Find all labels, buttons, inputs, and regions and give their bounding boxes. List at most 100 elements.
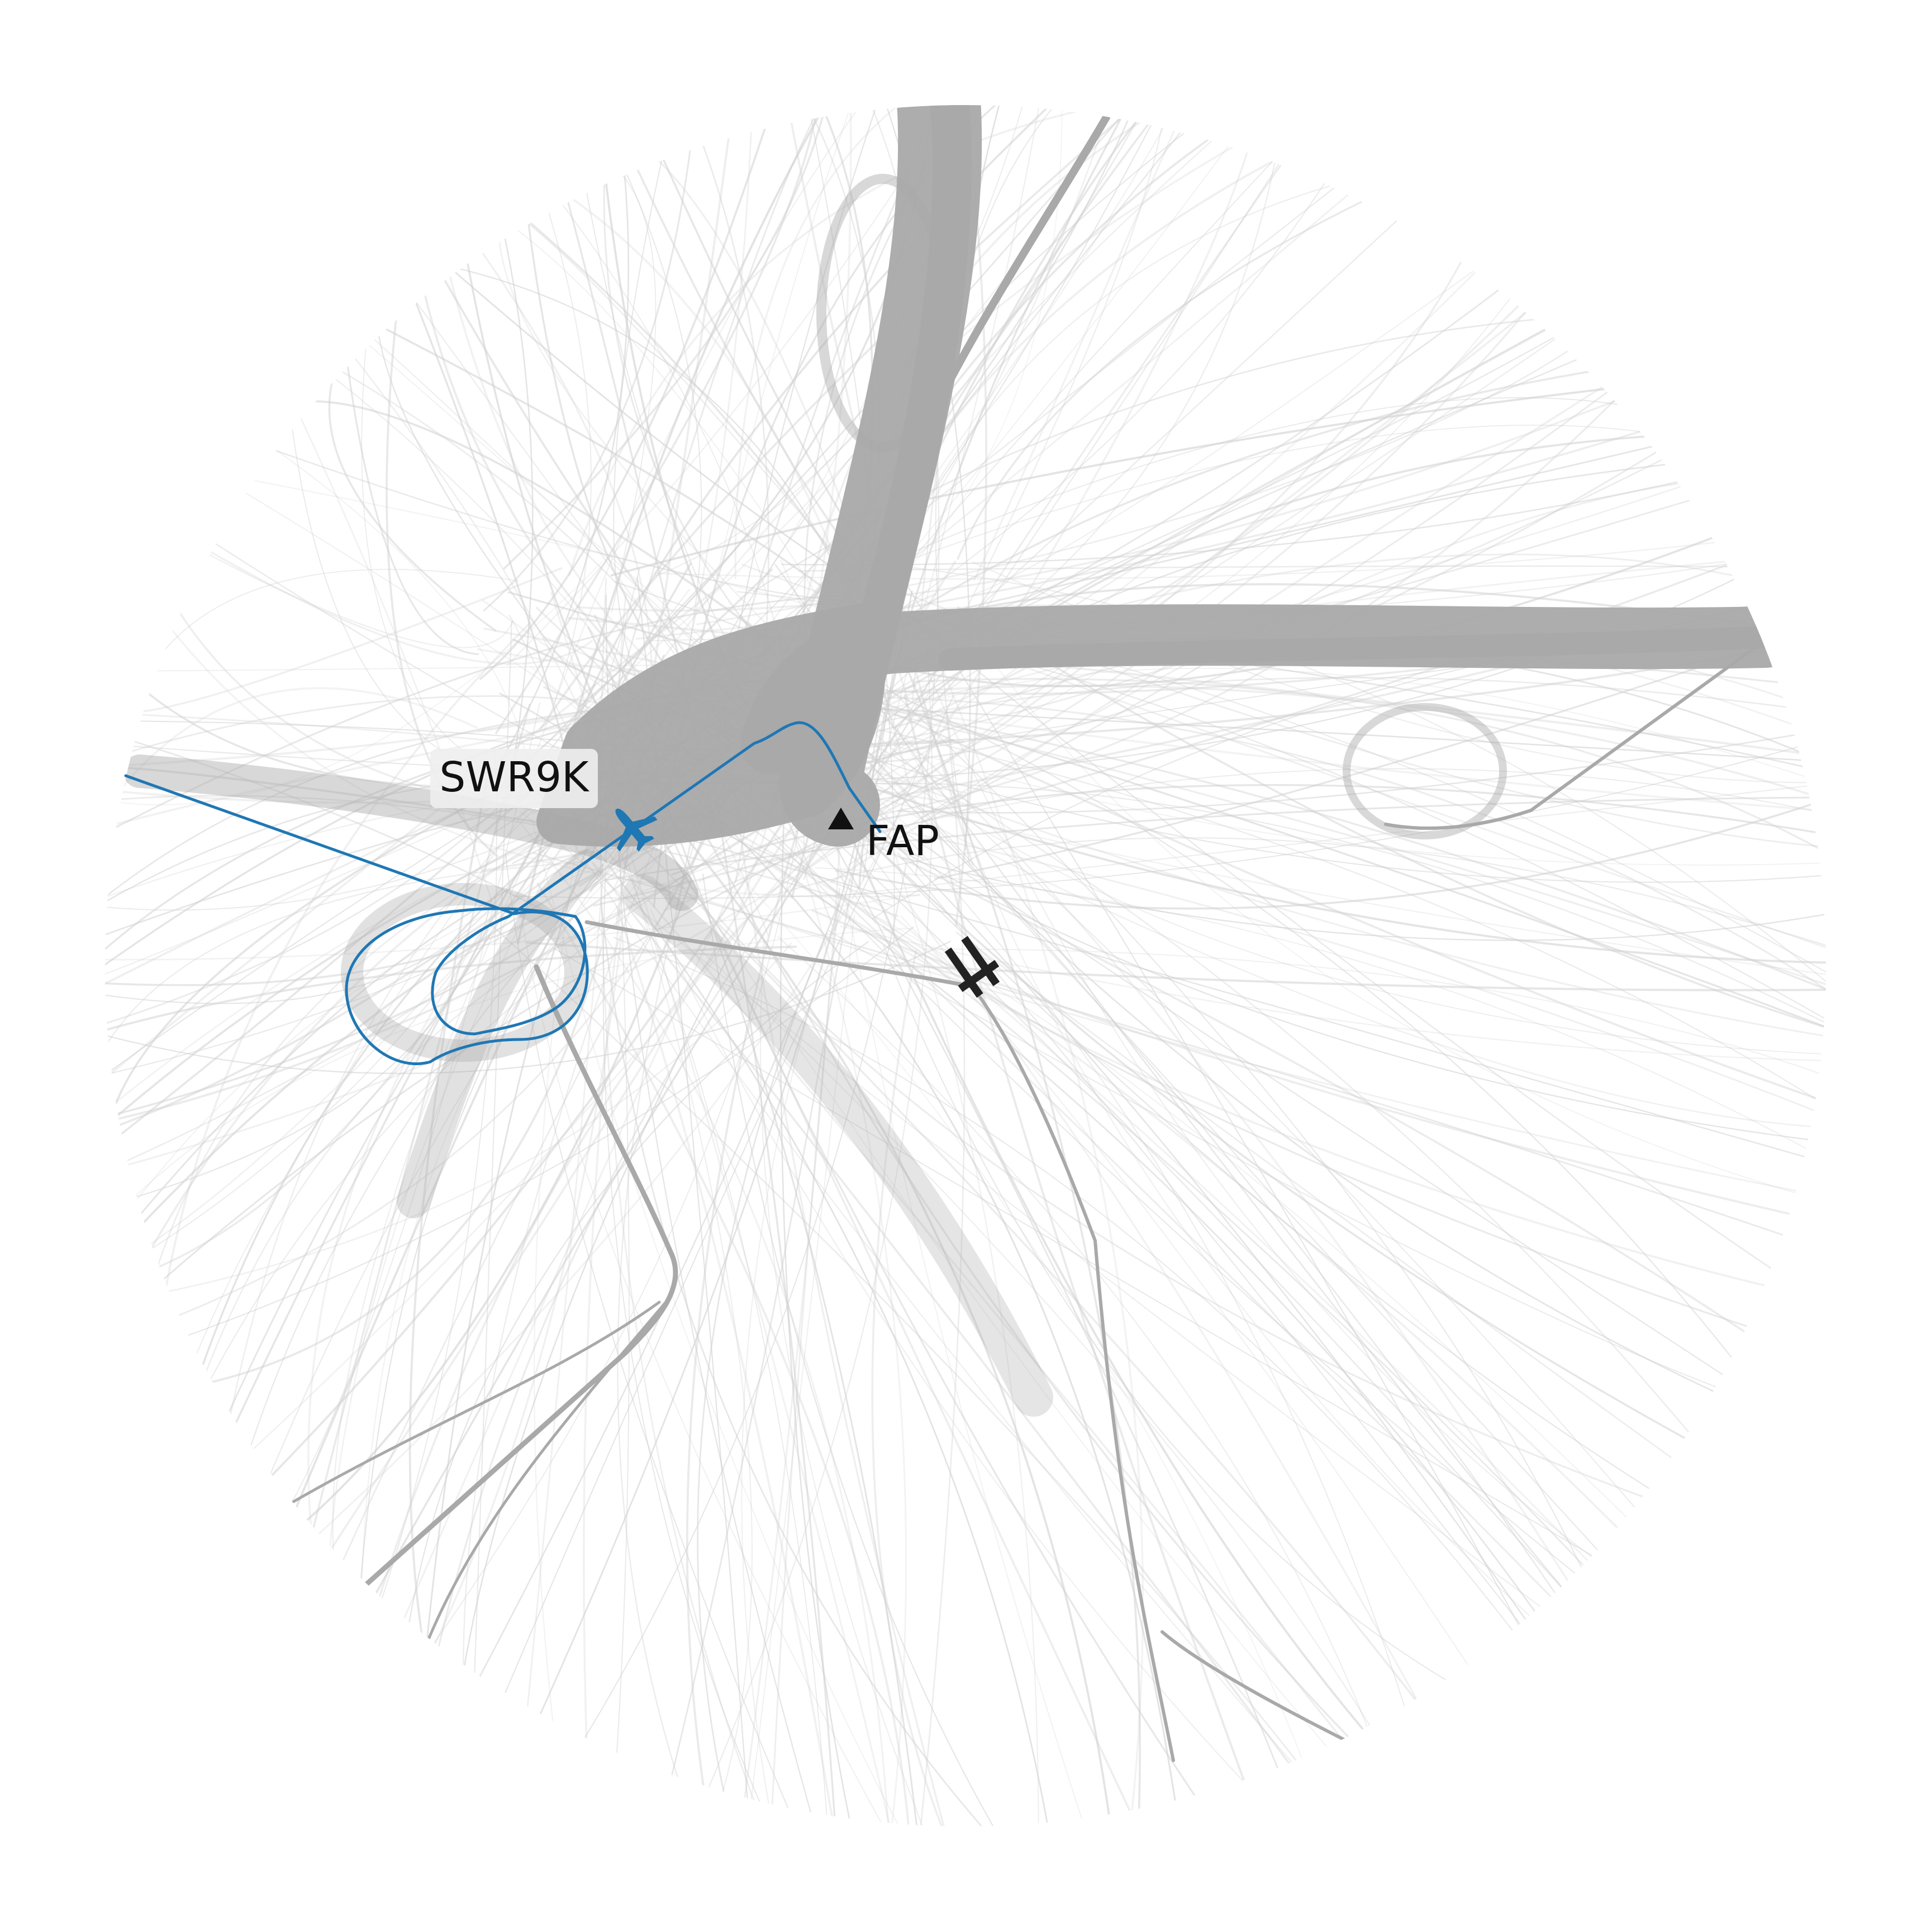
runway-threshold-icon	[944, 936, 1000, 998]
background-track	[772, 837, 1826, 952]
background-track	[876, 916, 1639, 1530]
background-track	[463, 245, 735, 949]
background-track	[105, 946, 797, 1036]
background-track	[826, 779, 1738, 1385]
east-flow-core	[939, 626, 1777, 671]
background-track	[896, 530, 1729, 687]
background-track	[532, 590, 913, 1730]
background-track	[973, 114, 1182, 581]
background-track	[307, 703, 531, 1548]
background-track	[408, 763, 491, 1658]
south-arrival-route	[971, 985, 1175, 1762]
background-track	[405, 941, 869, 1643]
background-track	[516, 759, 1304, 1777]
background-track	[848, 480, 1697, 866]
background-track	[603, 165, 750, 628]
background-track	[293, 880, 693, 1532]
background-track	[463, 790, 678, 1686]
background-track	[551, 947, 1608, 1565]
background-track	[810, 741, 1376, 1744]
background-track	[609, 163, 657, 613]
background-track	[893, 135, 1254, 808]
background-track	[496, 105, 1133, 791]
background-track	[901, 577, 1528, 1641]
background-track	[672, 839, 1206, 1811]
southwest-arrival-route-c	[423, 1295, 672, 1650]
background-track	[734, 105, 921, 580]
background-track	[897, 731, 1812, 814]
background-track	[711, 920, 1139, 1826]
background-track	[811, 909, 1807, 1219]
background-track	[894, 590, 1606, 1568]
background-track	[806, 301, 1540, 870]
callsign-label[interactable]: SWR9K	[430, 749, 598, 808]
fap-waypoint[interactable]: FAP	[828, 808, 939, 865]
background-track	[361, 322, 477, 761]
background-track	[516, 210, 873, 612]
background-track	[608, 105, 825, 722]
background-track	[820, 827, 1573, 1601]
background-track	[327, 362, 833, 926]
north-branch	[935, 113, 1110, 406]
background-track	[105, 794, 489, 1140]
background-track	[137, 567, 640, 1259]
southwest-arrival-route-a	[360, 964, 678, 1590]
west-flow	[123, 754, 698, 911]
central-hub	[536, 604, 886, 847]
background-track	[120, 898, 493, 1203]
background-track	[526, 941, 1826, 991]
background-track	[306, 808, 904, 1546]
background-track	[193, 546, 514, 648]
background-track	[955, 931, 1686, 1469]
dense-traffic-flows	[123, 105, 1796, 1762]
background-track	[709, 765, 837, 1826]
background-track	[484, 157, 630, 791]
background-track	[801, 697, 1826, 1056]
background-track	[539, 105, 1138, 730]
background-track	[721, 687, 1664, 1498]
background-track	[815, 867, 1823, 1158]
background-track	[760, 259, 1488, 832]
background-track	[386, 295, 498, 858]
background-track	[907, 670, 1141, 1826]
background-track	[292, 400, 841, 694]
background-track	[160, 615, 920, 898]
fap-label: FAP	[866, 817, 939, 865]
background-track	[519, 822, 890, 1826]
background-track	[105, 822, 544, 1004]
background-track	[543, 196, 592, 702]
background-track	[827, 929, 1733, 1394]
background-track	[702, 873, 1003, 1826]
flight-trajectory	[124, 721, 882, 1065]
runway-approach-route	[584, 920, 974, 989]
background-track	[739, 768, 1826, 870]
background-track	[568, 105, 1121, 577]
background-track	[573, 820, 1051, 1826]
background-track	[655, 800, 1112, 1826]
background-track	[781, 477, 1696, 566]
background-track	[513, 212, 906, 639]
background-track	[897, 852, 1532, 1638]
background-track	[505, 853, 797, 1826]
background-track	[125, 567, 563, 714]
background-track	[902, 857, 1826, 941]
background-track	[770, 782, 1826, 1031]
background-track	[490, 924, 1308, 1775]
background-track	[748, 914, 855, 1817]
background-track	[110, 766, 542, 824]
background-track	[972, 260, 1488, 596]
background-track	[494, 105, 820, 735]
background-track	[667, 671, 888, 1792]
airplane-icon[interactable]	[597, 794, 665, 861]
background-track	[344, 344, 479, 656]
west-holding-pattern	[341, 883, 587, 1062]
east-holding-pattern	[1343, 703, 1507, 839]
north-holding-pattern	[816, 174, 949, 452]
background-track	[903, 694, 1251, 1797]
background-track	[679, 782, 1179, 1818]
background-track	[375, 749, 497, 1617]
background-track	[768, 862, 1782, 1291]
background-track	[883, 944, 1463, 1691]
background-track	[197, 879, 691, 1393]
background-track	[483, 131, 693, 612]
